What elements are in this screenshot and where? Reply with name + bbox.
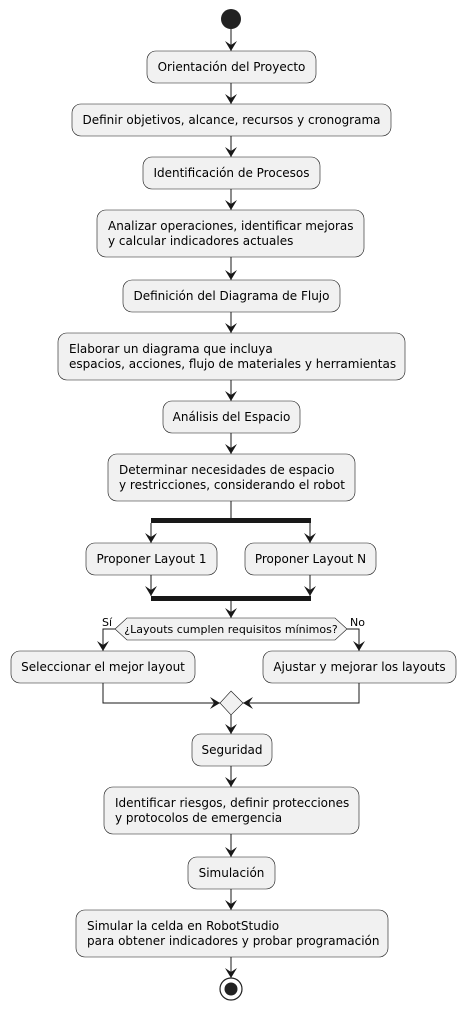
arrow-head — [225, 270, 237, 280]
activity-label: y restricciones, considerando el robot — [119, 478, 345, 492]
decision-question: ¿Layouts cumplen requisitos mínimos? — [124, 623, 338, 636]
arrow-head — [304, 586, 316, 596]
activity-label: Seguridad — [201, 743, 262, 757]
arrow-head — [225, 444, 237, 454]
activity-label: Definir objetivos, alcance, recursos y c… — [82, 113, 380, 127]
activity-s6: Elaborar un diagrama que incluyaespacios… — [57, 332, 406, 381]
merge-node — [219, 690, 244, 716]
activity-label: Definición del Diagrama de Flujo — [134, 289, 330, 303]
arrow-head — [225, 968, 237, 978]
activity-label: y protocolos de emergencia — [115, 811, 282, 825]
activity-box — [191, 733, 273, 767]
no-branch-label: No — [350, 616, 365, 629]
activity-fork1: Proponer Layout 1 — [85, 542, 218, 576]
activity-s10: Identificar riesgos, definir proteccione… — [103, 786, 360, 835]
yes-branch-label: Sí — [102, 616, 113, 629]
activity-s5: Definición del Diagrama de Flujo — [122, 279, 341, 313]
activity-label: Seleccionar el mejor layout — [21, 660, 185, 674]
activity-label: Determinar necesidades de espacio — [119, 463, 334, 477]
arrow-head — [225, 94, 237, 104]
activity-s9: Seguridad — [191, 733, 273, 767]
activity-label: Orientación del Proyecto — [158, 60, 306, 74]
arrow-head — [225, 900, 237, 910]
activity-s1: Orientación del Proyecto — [146, 50, 317, 84]
arrow-head — [304, 533, 316, 543]
activity-s4: Analizar operaciones, identificar mejora… — [96, 209, 365, 258]
activity-label: Simular la celda en RobotStudio — [87, 919, 279, 933]
activity-label: Identificación de Procesos — [153, 166, 309, 180]
end-node — [224, 982, 238, 996]
arrow-head — [97, 641, 109, 651]
activity-label: Simulación — [199, 866, 265, 880]
activity-label: para obtener indicadores y probar progra… — [87, 934, 380, 948]
activity-s7: Análisis del Espacio — [162, 400, 301, 434]
activity-s2: Definir objetivos, alcance, recursos y c… — [71, 103, 392, 137]
arrow-head — [145, 586, 157, 596]
arrow-head — [225, 608, 237, 618]
arrow-head — [225, 147, 237, 157]
flow-edge — [243, 683, 360, 704]
activity-yes: Seleccionar el mejor layout — [10, 650, 196, 684]
activity-label: Elaborar un diagrama que incluya — [69, 342, 273, 356]
arrow-head — [225, 41, 237, 51]
arrow-head — [243, 697, 253, 709]
activity-label: espacios, acciones, flujo de materiales … — [69, 357, 396, 371]
activity-s3: Identificación de Procesos — [142, 156, 321, 190]
arrow-head — [210, 697, 220, 709]
flow-edge — [102, 628, 115, 651]
arrow-head — [225, 391, 237, 401]
arrow-head — [225, 200, 237, 210]
activity-no: Ajustar y mejorar los layouts — [262, 650, 457, 684]
arrow-head — [225, 724, 237, 734]
arrow-head — [225, 777, 237, 787]
arrow-head — [225, 323, 237, 333]
activity-label: Ajustar y mejorar los layouts — [273, 660, 445, 674]
flow-edge — [347, 628, 360, 651]
start-node — [221, 9, 241, 29]
arrow-head — [353, 641, 365, 651]
activity-label: Análisis del Espacio — [173, 410, 291, 424]
activity-label: Proponer Layout N — [255, 552, 366, 566]
activity-forkN: Proponer Layout N — [244, 542, 377, 576]
activity-box — [75, 909, 389, 958]
activity-label: Identificar riesgos, definir proteccione… — [115, 796, 349, 810]
fork-bar — [151, 518, 311, 523]
arrow-head — [145, 533, 157, 543]
activity-label: Analizar operaciones, identificar mejora… — [108, 219, 354, 233]
activity-s11: Simulación — [187, 856, 276, 890]
arrow-head — [225, 847, 237, 857]
activity-label: Proponer Layout 1 — [97, 552, 207, 566]
flow-edge — [102, 683, 220, 704]
join-bar — [151, 596, 311, 601]
decision-node: ¿Layouts cumplen requisitos mínimos? — [114, 617, 348, 641]
activity-label: y calcular indicadores actuales — [108, 234, 293, 248]
